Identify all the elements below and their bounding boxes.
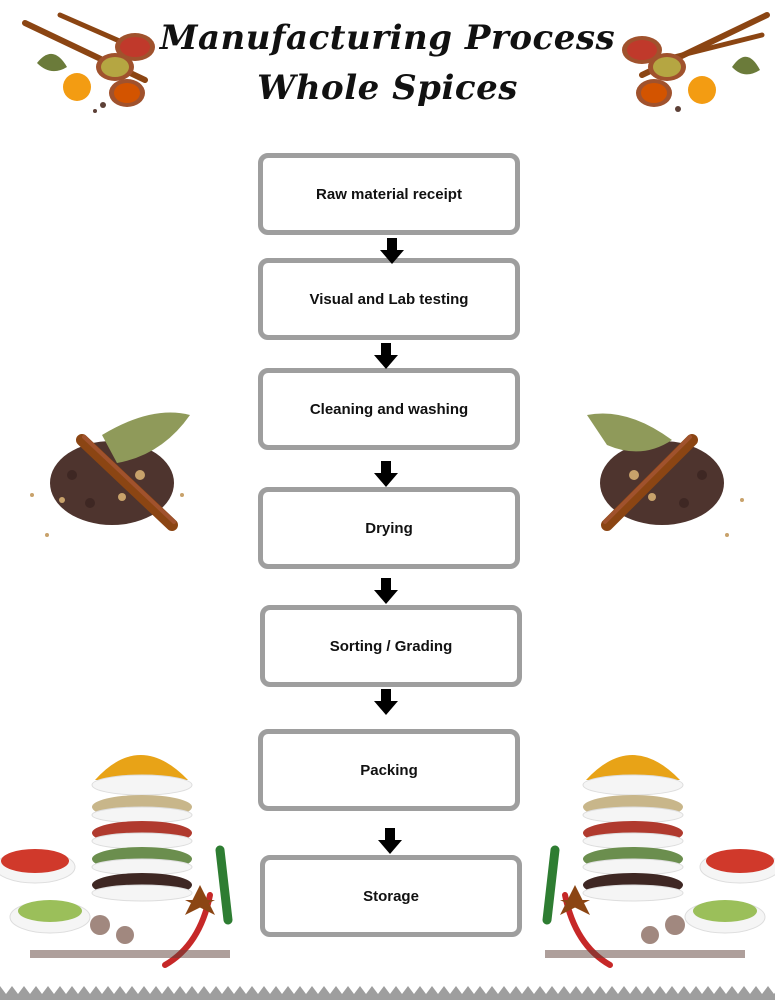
step-label: Raw material receipt <box>316 185 462 203</box>
spice-bowls-icon <box>0 755 233 968</box>
down-arrow-icon <box>378 828 402 854</box>
step-label: Packing <box>360 761 418 779</box>
step-label: Cleaning and washing <box>309 400 469 418</box>
down-arrow-icon <box>374 461 398 487</box>
down-arrow-icon <box>374 689 398 715</box>
down-arrow-icon <box>374 578 398 604</box>
whole-spices-icon <box>587 413 744 537</box>
step-raw-material-receipt: Raw material receipt <box>258 153 520 235</box>
step-label: Sorting / Grading <box>329 637 453 655</box>
step-cleaning-washing: Cleaning and washing <box>258 368 520 450</box>
step-packing: Packing <box>258 729 520 811</box>
zigzag-border <box>0 986 775 1000</box>
step-storage: Storage <box>260 855 522 937</box>
step-label: Storage <box>363 887 419 905</box>
spice-bowls-icon <box>542 755 775 968</box>
step-visual-lab-testing: Visual and Lab testing <box>258 258 520 340</box>
step-label: Visual and Lab testing <box>309 290 469 308</box>
title-line-1: Manufacturing Process <box>159 18 616 58</box>
whole-spices-icon <box>30 412 190 537</box>
down-arrow-icon <box>380 238 404 264</box>
step-drying: Drying <box>258 487 520 569</box>
title-line-2: Whole Spices <box>257 68 518 108</box>
step-label: Drying <box>365 519 413 537</box>
down-arrow-icon <box>374 343 398 369</box>
spice-spoons-icon <box>622 12 770 112</box>
step-sorting-grading: Sorting / Grading <box>260 605 522 687</box>
spice-spoons-icon <box>22 12 155 113</box>
